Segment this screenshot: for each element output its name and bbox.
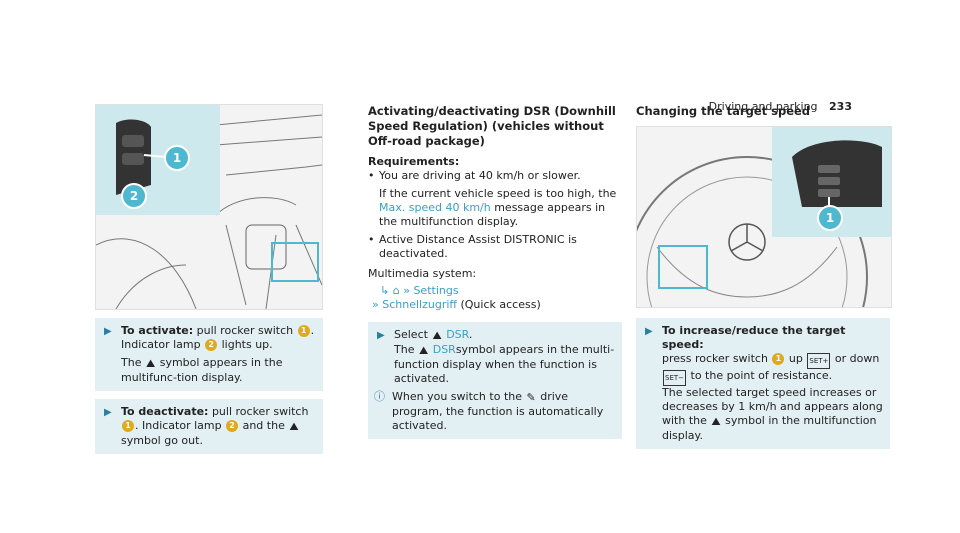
callout-1: 1 [772,353,785,365]
section-title: Driving and parking [708,100,818,113]
switch-zoom-inset [96,105,220,215]
set-minus-icon: SET− [663,370,687,386]
step-line: press rocker switch 1 up SET+ or down SE… [662,352,884,386]
dsr-symbol-icon: ⛰ [145,357,156,370]
step-label: To increase/reduce the target speed: [662,324,846,351]
figure-marker-2: 2 [121,183,147,209]
step-text: The [394,343,418,356]
note-text: When you switch to the [392,390,526,403]
switch-location-highlight [658,245,708,289]
max-speed-message: Max. speed 40 km/h [379,201,491,214]
step-text: symbol appears in the multi-function dis… [394,343,615,385]
step-text: Select [394,328,432,341]
requirement-text: Active Distance Assist DISTRONIC is deac… [379,233,577,260]
dsr-symbol-icon: ⛰ [711,415,721,428]
detail-text: message appears in the multifunction dis… [379,201,606,228]
info-icon: ⓘ [374,390,385,403]
callout-2: 2 [205,339,218,351]
dsr-symbol-icon: ⛰ [289,420,299,433]
step-change-speed: ▶ To increase/reduce the target speed: p… [636,318,890,449]
dsr-symbol-icon: ⛰ [418,344,429,357]
step-text: or down [831,352,880,365]
requirement-text: You are driving at 40 km/h or slower. [379,169,581,182]
step-text: symbol in the multifunction display. [662,414,877,442]
step-line: The selected target speed increases or d… [662,386,884,443]
requirement-item: You are driving at 40 km/h or slower. If… [368,169,622,229]
requirement-detail: If the current vehicle speed is too high… [379,187,622,229]
step-text: press rocker switch [662,352,772,365]
dsr-link: DSR [432,343,456,356]
step-text: . Indicator lamp [135,419,226,432]
section-heading: Activating/deactivating DSR (Downhill Sp… [368,104,616,148]
step-text: to the point of resistance. [687,369,833,382]
callout-2: 2 [226,420,239,432]
step-text: pull rocker switch [193,324,297,337]
column-1: ▶ To activate: pull rocker switch 1. Ind… [95,318,323,462]
menu-suffix: (Quick access) [456,298,541,311]
note-text: drive program, the function is automatic… [392,390,604,432]
step-text: The [121,356,145,369]
step-line: The ⛰ DSRsymbol appears in the multi-fun… [394,343,616,386]
step-arrow-icon: ▶ [377,330,385,341]
switch-closeup [116,119,167,195]
set-plus-icon: SET+ [807,353,831,369]
menu-quick-access: Schnellzugriff [382,298,457,311]
step-text: pull rocker switch [208,405,309,418]
step-deactivate: ▶ To deactivate: pull rocker switch 1. I… [95,399,323,454]
step-arrow-icon: ▶ [104,326,112,337]
switch-zoom-inset [772,127,891,237]
figure-marker-1: 1 [817,205,843,231]
switch-location-highlight [271,242,319,282]
dsr-symbol-icon: ⛰ [432,329,442,342]
home-icon: ⌂ [392,284,400,297]
step-label: To deactivate: [121,405,209,418]
column-3: Changing the target speed [636,104,896,119]
step-label: To activate: [121,324,194,337]
dsr-link: DSR [446,328,469,341]
menu-path: » Schnellzugriff (Quick access) [368,298,622,312]
step-text: The selected target speed increases or d… [662,386,883,427]
step-text: up [785,352,807,365]
controls-closeup [792,140,882,211]
column-3-steps: ▶ To increase/reduce the target speed: p… [636,318,890,457]
step-line: The ⛰ symbol appears in the multifunc-ti… [121,356,317,385]
step-text: symbol appears in the multifunc-tion dis… [121,356,283,384]
menu-arrow-icon: ↳ [380,284,390,297]
step-text: symbol go out. [121,434,203,447]
requirements-label: Requirements: [368,155,460,168]
requirement-item: Active Distance Assist DISTRONIC is deac… [368,233,622,261]
menu-path: ↳ ⌂ » Settings [368,284,622,298]
step-arrow-icon: ▶ [645,326,653,337]
menu-settings: Settings [413,284,459,297]
step-select-dsr: ▶ Select ⛰ DSR. The ⛰ DSRsymbol appears … [368,322,622,439]
double-chevron-icon: » [372,298,379,311]
figure-marker-1: 1 [164,145,190,171]
section-heading: Changing the target speed [636,104,811,118]
detail-text: If the current vehicle speed is too high… [379,187,617,200]
step-text: and the [239,419,289,432]
step-activate: ▶ To activate: pull rocker switch 1. Ind… [95,318,323,391]
steering-wheel-figure: 1 [636,126,892,308]
step-text: lights up. [218,338,273,351]
multimedia-label: Multimedia system: [368,267,477,280]
column-2: Activating/deactivating DSR (Downhill Sp… [368,104,622,447]
drive-program-icon: ✎ [526,391,536,404]
rocker-switch-figure: 1 2 [95,104,323,310]
step-text: . Indicator lamp [121,324,315,351]
callout-1: 1 [297,325,310,337]
info-note: ⓘ When you switch to the ✎ drive program… [374,390,616,433]
double-chevron-icon: » [403,284,410,297]
step-arrow-icon: ▶ [104,407,112,418]
callout-1: 1 [122,420,134,432]
page-header: Driving and parking 233 [709,100,852,114]
page-number: 233 [829,100,852,113]
